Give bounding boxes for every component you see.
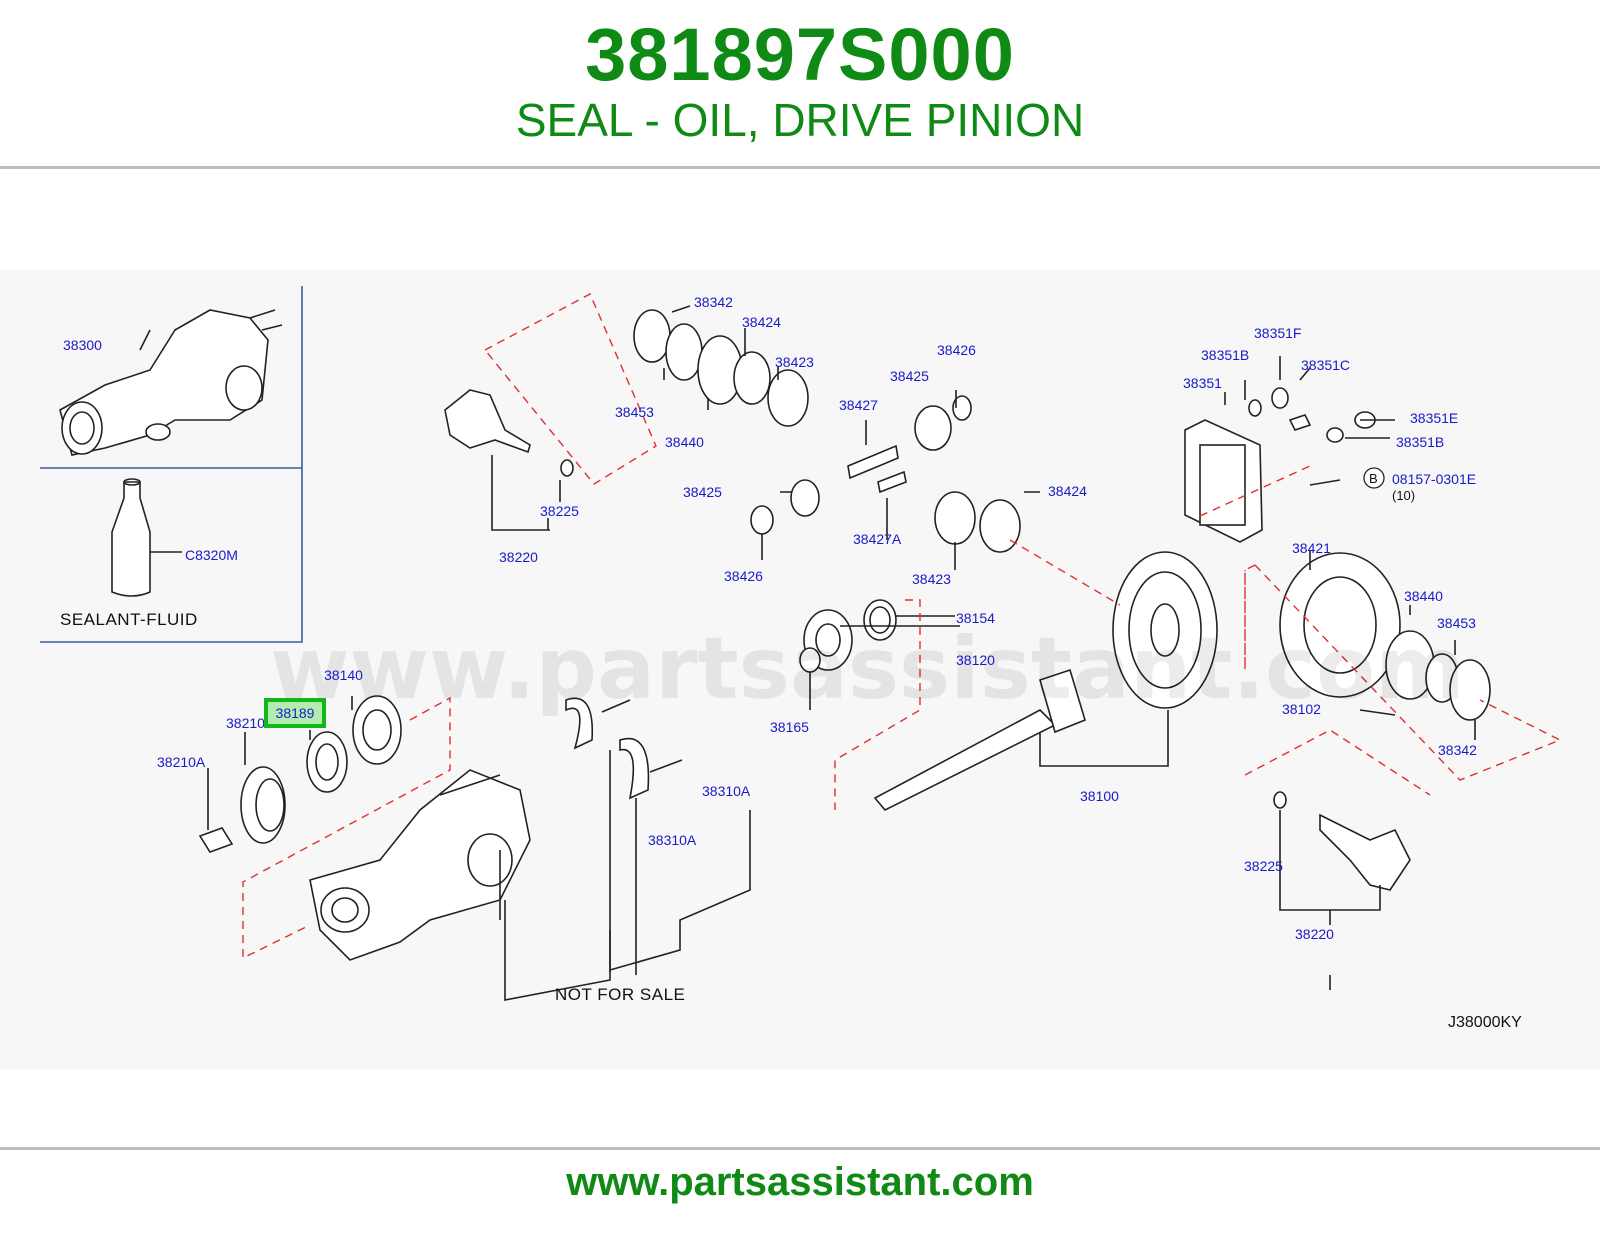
label-sealant-fluid: SEALANT-FLUID xyxy=(60,610,198,629)
bolt-quantity: (10) xyxy=(1392,488,1415,503)
side-flange-right-drawing xyxy=(1273,791,1411,925)
diagram-canvas: www.partsassistant.com 38300 C8320M SEAL… xyxy=(40,286,1562,1031)
label-38440-right: 38440 xyxy=(1404,588,1443,604)
label-38453-top: 38453 xyxy=(615,404,654,420)
label-38424-top: 38424 xyxy=(742,314,781,330)
part-number-title: 381897S000 xyxy=(585,13,1015,96)
label-38426-left: 38426 xyxy=(724,568,763,584)
label-38423-top: 38423 xyxy=(775,354,814,370)
page-header: 381897S000 SEAL - OIL, DRIVE PINION xyxy=(0,0,1600,168)
label-38427A: 38427A xyxy=(853,531,902,547)
label-38310A-lower: 38310A xyxy=(648,832,697,848)
label-38220-right: 38220 xyxy=(1295,926,1334,942)
footer-divider xyxy=(0,1147,1600,1150)
label-38351F: 38351F xyxy=(1254,325,1301,341)
label-38423-mid: 38423 xyxy=(912,571,951,587)
label-38165: 38165 xyxy=(770,719,809,735)
label-38210: 38210 xyxy=(226,715,265,731)
label-38342-right: 38342 xyxy=(1438,742,1477,758)
label-38210A: 38210A xyxy=(157,754,206,770)
label-38120: 38120 xyxy=(956,652,995,668)
label-38225-left: 38225 xyxy=(540,503,579,519)
bearing-spacer-drawing xyxy=(799,599,960,710)
label-38100: 38100 xyxy=(1080,788,1119,804)
label-bolt-code: 08157-0301E xyxy=(1392,471,1476,487)
label-38453-right: 38453 xyxy=(1437,615,1476,631)
label-38310A-upper: 38310A xyxy=(702,783,751,799)
rear-cover-drawing xyxy=(1184,356,1395,543)
label-38351E: 38351E xyxy=(1410,410,1458,426)
label-38440-top: 38440 xyxy=(665,434,704,450)
side-gears-pinion-mates-drawing xyxy=(750,390,1040,570)
header-divider xyxy=(0,166,1600,169)
label-38424-mid: 38424 xyxy=(1048,483,1087,499)
differential-assembly-drawing xyxy=(1279,550,1491,990)
label-38140: 38140 xyxy=(324,667,363,683)
label-38220-left: 38220 xyxy=(499,549,538,565)
label-38102: 38102 xyxy=(1282,701,1321,717)
axle-housing-assembly-drawing xyxy=(59,309,283,456)
label-38351C: 38351C xyxy=(1301,357,1350,373)
not-for-sale-note: NOT FOR SALE xyxy=(555,985,685,1004)
label-38342-top: 38342 xyxy=(694,294,733,310)
label-38351B-lower: 38351B xyxy=(1396,434,1444,450)
label-38351: 38351 xyxy=(1183,375,1222,391)
exploded-parts-diagram: www.partsassistant.com 38300 C8320M SEAL… xyxy=(0,270,1600,1070)
side-flange-drawing xyxy=(444,389,574,531)
part-name-subtitle: SEAL - OIL, DRIVE PINION xyxy=(515,94,1085,146)
pinion-flange-seal-bearing-drawing xyxy=(198,695,402,853)
label-C8320M: C8320M xyxy=(185,547,238,563)
label-38421: 38421 xyxy=(1292,540,1331,556)
label-38426-top: 38426 xyxy=(937,342,976,358)
carrier-housing-drawing xyxy=(309,769,751,1001)
label-38225-right: 38225 xyxy=(1244,858,1283,874)
differential-case-bearing-drawing xyxy=(633,305,809,427)
bolt-ref-letter: B xyxy=(1369,471,1378,486)
label-38300: 38300 xyxy=(63,337,102,353)
label-38351B-top: 38351B xyxy=(1201,347,1249,363)
bolt-ref-circle xyxy=(1363,467,1385,489)
figure-code: J38000KY xyxy=(1448,1014,1522,1031)
label-38425-top: 38425 xyxy=(890,368,929,384)
label-38189-highlighted[interactable]: 38189 xyxy=(275,705,315,721)
bearing-caps-drawing xyxy=(565,697,683,975)
dashed-assembly-boundaries xyxy=(242,293,1562,960)
label-38425-left: 38425 xyxy=(683,484,722,500)
sealant-bottle-drawing xyxy=(111,478,182,597)
highlighted-part-box[interactable] xyxy=(264,698,326,728)
label-38154: 38154 xyxy=(956,610,995,626)
footer-website-link[interactable]: www.partsassistant.com xyxy=(566,1160,1034,1204)
watermark-text: www.partsassistant.com xyxy=(270,619,1465,719)
drive-pinion-ring-gear-drawing xyxy=(873,551,1218,811)
label-38427: 38427 xyxy=(839,397,878,413)
